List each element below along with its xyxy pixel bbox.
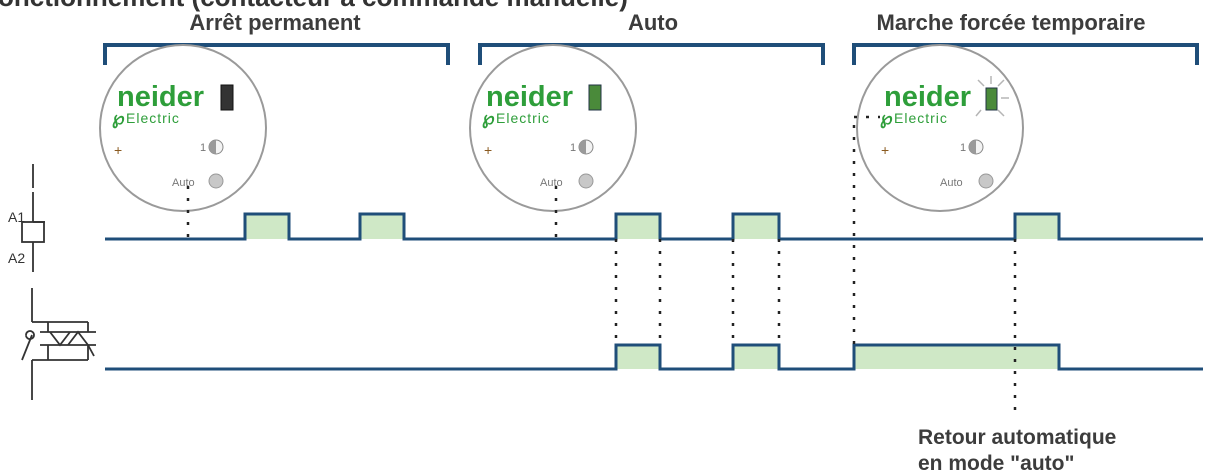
- terminal-label-a2: A2: [8, 250, 25, 266]
- mode-bracket-auto: [478, 43, 825, 65]
- brand-logo-text: neider: [486, 81, 573, 113]
- auto-label: Auto: [940, 177, 963, 189]
- brand-logo-text: Electric: [496, 110, 550, 126]
- caption-line-1: Retour automatique: [918, 426, 1116, 449]
- caption-line-2: en mode "auto": [918, 452, 1074, 473]
- brand-logo-text: neider: [117, 81, 204, 113]
- plus-mark: +: [114, 142, 122, 158]
- plus-mark: +: [484, 142, 492, 158]
- brand-logo-mark: ℘: [482, 108, 495, 129]
- brand-logo-text: neider: [884, 81, 971, 113]
- switch-lever: [588, 84, 602, 111]
- position-label: 1: [200, 142, 206, 154]
- brand-logo-mark: ℘: [112, 108, 125, 129]
- switch-triac-symbol-icon: [21, 288, 96, 400]
- mode-bracket-marche: [852, 43, 1199, 65]
- mode-header-auto: Auto: [628, 10, 678, 35]
- switch-lever: [985, 87, 998, 111]
- brand-logo-mark: ℘: [880, 108, 893, 129]
- coil-pulse-fills: [245, 214, 1059, 239]
- output-pulse-fills: [616, 345, 1059, 369]
- brand-logo-text: Electric: [126, 110, 180, 126]
- position-label: 1: [960, 142, 966, 154]
- position-label: 1: [570, 142, 576, 154]
- terminal-label-a1: A1: [8, 209, 25, 225]
- auto-led-icon: [578, 173, 594, 189]
- mode-header-arret: Arrêt permanent: [189, 10, 361, 35]
- auto-led-icon: [978, 173, 994, 189]
- auto-label: Auto: [540, 177, 563, 189]
- selector-lens-marche: neider Electric ℘ + 1 Auto: [856, 44, 1024, 212]
- plus-mark: +: [881, 142, 889, 158]
- output-signal-line: [105, 343, 1203, 371]
- dotted-guides: [186, 115, 1017, 418]
- auto-led-icon: [208, 173, 224, 189]
- brand-logo-text: Electric: [894, 110, 948, 126]
- selector-lens-arret: neider Electric ℘ + 1 Auto: [99, 44, 267, 212]
- mode-bracket-arret: [103, 43, 450, 65]
- selector-lens-auto: neider Electric ℘ + 1 Auto: [469, 44, 637, 212]
- glow-rays-icon: [975, 76, 1009, 117]
- switch-lever: [220, 84, 234, 111]
- coil-symbol-icon: [21, 164, 45, 272]
- mode-header-marche: Marche forcée temporaire: [877, 10, 1146, 35]
- diagram-title: onctionnement (contacteur à commande man…: [0, 0, 628, 12]
- auto-label: Auto: [172, 177, 195, 189]
- coil-signal-line: [105, 212, 1203, 241]
